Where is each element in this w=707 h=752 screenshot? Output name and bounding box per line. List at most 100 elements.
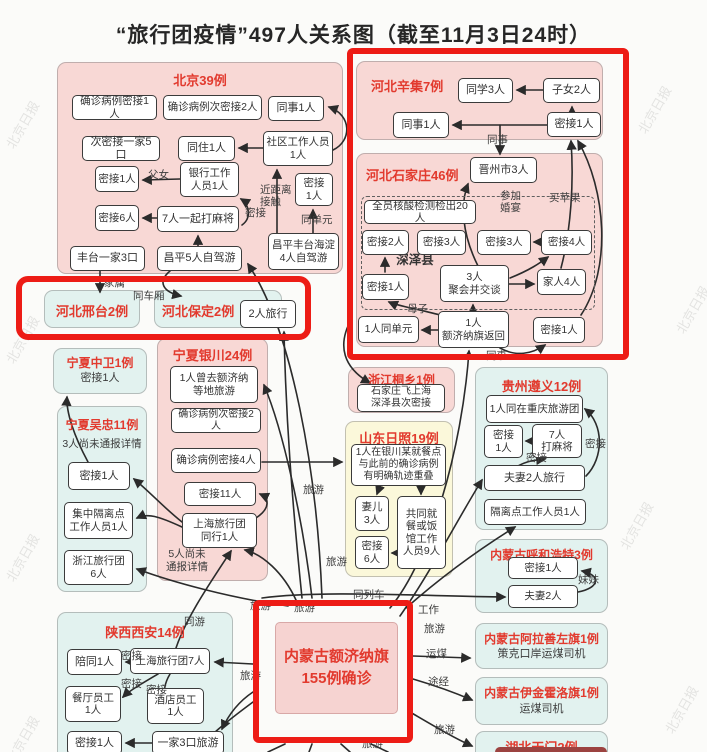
node-xa6: 一家3口旅游 <box>152 731 224 752</box>
edge-label: 妹妹 <box>578 574 599 586</box>
edge-label: 同事 <box>487 134 508 146</box>
node-sz12: 密接1人 <box>533 317 585 343</box>
node-zy5: 隔离点工作人员1人 <box>484 499 586 525</box>
node-ejina: 内蒙古额济纳旗 155例确诊 <box>275 622 398 714</box>
edge-label: 旅游 <box>434 724 455 736</box>
edge-label: 密接 <box>121 678 142 690</box>
edge-label: 工作 <box>418 604 439 616</box>
group-title-guizhou-zunyi: 贵州遵义12例 <box>501 379 582 394</box>
node-rz4: 密接 6人 <box>355 536 389 569</box>
node-xj2: 子女2人 <box>543 78 600 103</box>
node-yc3: 确诊病例密接4人 <box>171 448 261 473</box>
edge-label: 父女 <box>148 169 169 181</box>
group-title-neimenggu-alashanzuoqi: 内蒙古阿拉善左旗1例 <box>484 632 599 646</box>
frame-xingtai-baoding <box>16 276 311 340</box>
node-rz3: 共同就 餐或饭 馆工作 人员9人 <box>397 496 446 569</box>
node-sz8: 3人 聚会并交谈 <box>440 265 509 302</box>
node-bj1: 确诊病例密接1人 <box>72 95 157 120</box>
node-sz3: 密接2人 <box>362 230 409 255</box>
node-zy3: 7人 打麻将 <box>532 424 582 458</box>
node-tx1: 石家庄飞上海 深泽县次密接 <box>357 384 445 412</box>
node-bj9: 密接 1人 <box>295 173 333 206</box>
node-bj13: 丰台一家3口 <box>70 246 145 271</box>
frame-ejina <box>253 600 413 743</box>
group-ningxia-zhongwei <box>53 348 147 394</box>
node-xa3: 餐厅员工 1人 <box>65 686 121 722</box>
group-title-hebei-baoding: 河北保定2例 <box>162 304 235 319</box>
edge-label: 同游 <box>184 616 205 628</box>
node-zy2: 密接 1人 <box>484 425 523 458</box>
edge-label: 密接 <box>245 207 266 219</box>
page-title: “旅行团疫情”497人关系图（截至11月3日24时） <box>115 24 592 47</box>
edge-label: 同单元 <box>301 214 333 226</box>
edge-label: 旅游 <box>303 484 324 496</box>
node-wz1: 密接1人 <box>68 462 130 490</box>
group-title-shaanxi-xian: 陕西西安14例 <box>105 625 185 640</box>
frame-xinji-shijiazhuang <box>347 48 629 360</box>
edge-label: 密接 <box>526 452 547 464</box>
node-sz2: 全员核酸检测检出20人 <box>364 200 476 224</box>
edge-ejina-to-bottom <box>308 743 313 752</box>
text-alashan-sub: 策克口岸运煤司机 <box>497 648 586 660</box>
node-bj11: 7人一起打麻将 <box>157 206 239 232</box>
text-yinchuan-sub: 5人尚未 通报详情 <box>166 548 208 574</box>
text-shenze-label: 深泽县 <box>396 253 434 267</box>
node-bj3: 同事1人 <box>268 96 324 121</box>
edge-ejina-to-bottom <box>340 743 351 752</box>
node-xa2: 上海旅行团7人 <box>130 648 210 674</box>
node-bj6: 社区工作人员 1人 <box>263 131 333 166</box>
watermark-text: 北京日报 <box>673 283 707 337</box>
group-title-beijing: 北京39例 <box>173 73 227 88</box>
edge-label: 运煤 <box>426 648 447 660</box>
group-title-ningxia-zhongwei: 宁夏中卫1例 <box>66 356 134 370</box>
node-xa1: 陪同1人 <box>67 649 122 675</box>
text-yijin-sub: 运煤司机 <box>519 703 564 715</box>
text-wuzhong-sub: 3人尚未通报详情 <box>62 438 142 450</box>
node-sz7: 密接1人 <box>362 274 409 300</box>
group-title-ningxia-yinchuan: 宁夏银川24例 <box>172 348 253 363</box>
tianmen-case-box <box>495 747 607 752</box>
edge-label: 密接 <box>121 650 142 662</box>
node-xj1: 同学3人 <box>458 78 513 103</box>
node-xa5: 密接1人 <box>67 731 122 752</box>
node-bj8: 银行工作 人员1人 <box>180 162 239 197</box>
node-zy4: 夫妻2人旅行 <box>484 465 585 491</box>
node-yc1: 1人曾去额济纳 等地旅游 <box>170 366 258 403</box>
node-bj12: 昌平丰台海淀 4人自驾游 <box>268 233 339 270</box>
group-title-neimenggu-yijinhuoluoqi: 内蒙古伊金霍洛旗1例 <box>484 686 599 700</box>
node-bj2: 确诊病例次密接2人 <box>163 95 262 120</box>
edge-ejina-to-bd1 <box>279 330 303 599</box>
edge-label: 参加 婚宴 <box>500 190 521 215</box>
node-yc5: 上海旅行团 同行1人 <box>182 513 257 548</box>
node-wz2: 集中隔离点 工作人员1人 <box>64 502 133 539</box>
group-title-hebei-shijiazhuang: 河北石家庄46例 <box>366 168 459 183</box>
group-hebei-xingtai <box>44 290 140 328</box>
watermark-text: 北京日报 <box>662 683 702 737</box>
node-zy1: 1人同在重庆旅游团 <box>486 395 583 423</box>
node-xj3: 同事1人 <box>393 112 449 138</box>
node-bj10: 密接6人 <box>95 205 139 231</box>
group-neimenggu-yijinhuoluoqi <box>475 677 608 725</box>
group-title-hebei-xinji: 河北辛集7例 <box>371 79 444 94</box>
node-bj7: 密接1人 <box>95 166 139 192</box>
node-yc2: 确诊病例次密接2人 <box>171 408 261 433</box>
group-hubei-tianmen <box>475 731 608 752</box>
edge-ejina-to-bottom <box>267 743 286 752</box>
watermark-text: 北京日报 <box>3 98 43 152</box>
group-neimenggu-alashanzuoqi <box>475 623 608 669</box>
group-title-ningxia-wuzhong: 宁夏吴忠11例 <box>65 418 139 432</box>
edge-label: 近距离 接触 <box>260 184 292 209</box>
edge-label: 密接 <box>146 684 167 696</box>
node-bj14: 昌平5人自驾游 <box>157 246 242 271</box>
node-sz5: 密接3人 <box>477 230 531 255</box>
node-hh2: 夫妻2人 <box>508 585 578 608</box>
node-hh1: 密接1人 <box>508 557 578 579</box>
watermark-text: 北京日报 <box>617 499 657 553</box>
node-rz2: 妻儿 3人 <box>355 496 389 531</box>
watermark-text: 北京日报 <box>635 83 675 137</box>
edge-label: 同车厢 <box>133 290 165 302</box>
edge-label: 旅游 <box>424 623 445 635</box>
edge-label: 旅游 <box>326 556 347 568</box>
node-bj4: 次密接一家5口 <box>82 136 160 161</box>
